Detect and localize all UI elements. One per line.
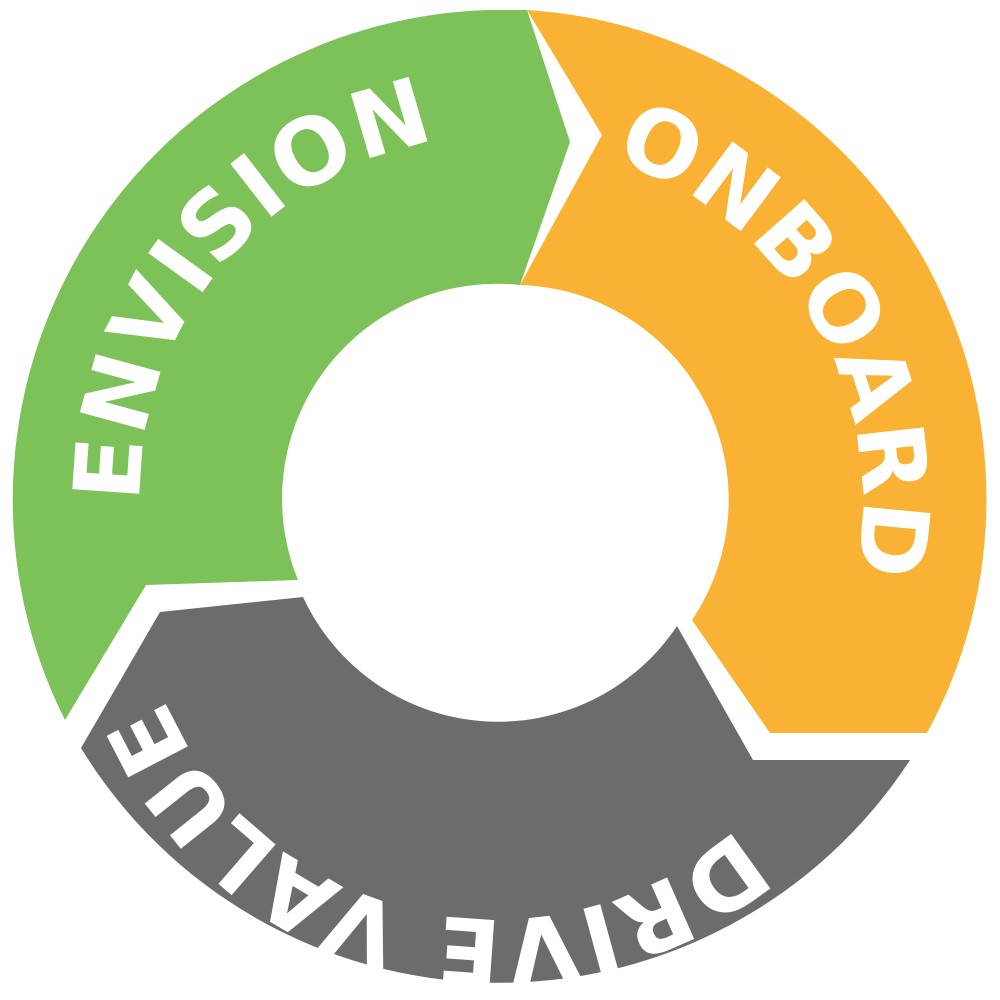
envision-segment xyxy=(12,10,571,720)
drive-value-segment xyxy=(81,597,910,983)
onboard-segment xyxy=(520,10,987,733)
